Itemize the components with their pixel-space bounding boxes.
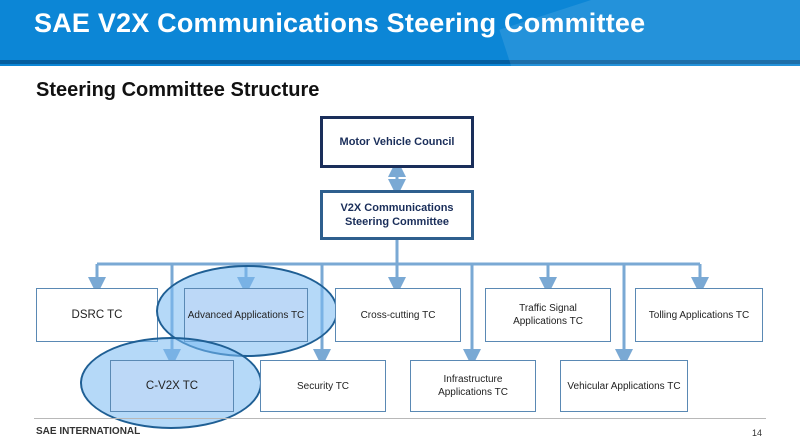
tc-box-security: Security TC bbox=[260, 360, 386, 412]
tc-label: DSRC TC bbox=[71, 308, 123, 321]
section-title: Steering Committee Structure bbox=[36, 79, 320, 101]
footer-org: SAE INTERNATIONAL bbox=[36, 426, 141, 437]
tc-label: C-V2X TC bbox=[145, 379, 199, 392]
tc-box-vehicular: Vehicular Applications TC bbox=[560, 360, 688, 412]
motor-vehicle-council-label: Motor Vehicle Council bbox=[339, 135, 455, 148]
tc-label: Security TC bbox=[296, 380, 350, 392]
tc-label: Tolling Applications TC bbox=[648, 309, 750, 321]
v2x-steering-committee-label: V2X Communications Steering Committee bbox=[340, 201, 454, 228]
tc-label: Vehicular Applications TC bbox=[567, 380, 681, 392]
page-number: 14 bbox=[751, 428, 762, 438]
tc-label: Cross-cutting TC bbox=[360, 309, 436, 321]
v2x-steering-committee-box: V2X Communications Steering Committee bbox=[320, 190, 474, 240]
tc-box-traffic-signal: Traffic Signal Applications TC bbox=[485, 288, 611, 342]
tc-box-cross-cutting: Cross-cutting TC bbox=[335, 288, 461, 342]
motor-vehicle-council-box: Motor Vehicle Council bbox=[320, 116, 474, 168]
tc-label: Traffic Signal Applications TC bbox=[513, 303, 583, 327]
footer-rule bbox=[34, 418, 766, 419]
tc-box-infrastructure: Infrastructure Applications TC bbox=[410, 360, 536, 412]
tc-box-c-v2x: C-V2X TC bbox=[110, 360, 234, 412]
tc-box-advanced-applications: Advanced Applications TC bbox=[184, 288, 308, 342]
tc-box-tolling: Tolling Applications TC bbox=[635, 288, 763, 342]
tc-label: Advanced Applications TC bbox=[187, 309, 305, 321]
tc-box-dsrc: DSRC TC bbox=[36, 288, 158, 342]
header-stripe bbox=[0, 60, 800, 64]
header-band: SAE V2X Communications Steering Committe… bbox=[0, 0, 800, 66]
tc-label: Infrastructure Applications TC bbox=[438, 374, 508, 398]
